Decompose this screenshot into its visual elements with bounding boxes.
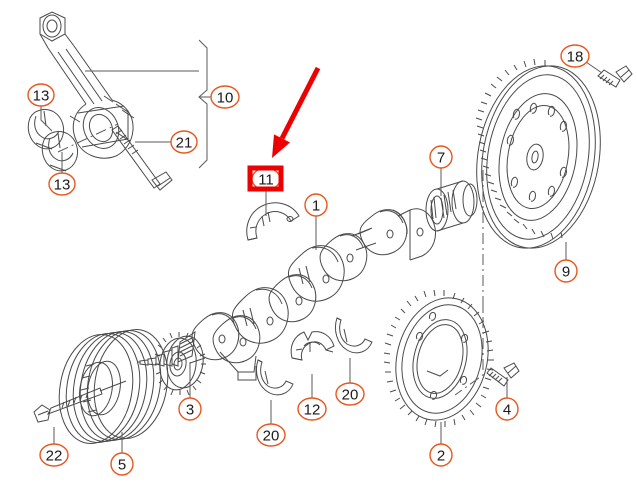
- callout-number: 2: [437, 448, 445, 465]
- callout-bubble: [48, 172, 76, 196]
- callout-bubble: [429, 443, 453, 467]
- callout-number: 21: [176, 135, 193, 152]
- part-thrust-washer-right[interactable]: [334, 317, 373, 354]
- callout-number: 20: [263, 428, 280, 445]
- callout-bubble: [297, 397, 327, 421]
- callout-bubble: [335, 382, 365, 406]
- callout-number: 13: [33, 88, 50, 105]
- part-drive-plate-bolt[interactable]: [486, 362, 520, 387]
- highlight-box: [247, 165, 284, 192]
- callout-21[interactable]: 21: [135, 130, 198, 154]
- part-main-bearing-shell-lower[interactable]: [290, 331, 335, 361]
- part-pilot-bearing[interactable]: [425, 180, 478, 232]
- callout-number: 3: [186, 402, 194, 419]
- part-conrod-bearing-shell-lower[interactable]: [41, 131, 79, 172]
- callout-number: 18: [567, 49, 584, 66]
- part-connecting-rod[interactable]: [39, 11, 135, 159]
- callout-bubble: [495, 397, 519, 421]
- drive-plate-ring-gear-teeth: [383, 289, 494, 428]
- callout-9[interactable]: 9: [554, 242, 578, 283]
- callout-bubble: [110, 452, 134, 476]
- callout-4[interactable]: 4: [495, 377, 519, 421]
- callout-10[interactable]: 10: [199, 85, 240, 109]
- callout-number: 4: [503, 402, 511, 419]
- part-thrust-washer-left[interactable]: [255, 359, 294, 396]
- callout-bubble: [39, 443, 69, 467]
- callout-11[interactable]: 11: [251, 167, 281, 216]
- callout-7[interactable]: 7: [429, 145, 453, 196]
- callout-number: 12: [304, 402, 321, 419]
- part-vibration-damper-pulley[interactable]: [51, 324, 176, 450]
- flywheel-axis-centerline: [454, 170, 484, 396]
- callout-12[interactable]: 12: [297, 374, 327, 421]
- callout-13[interactable]: 13: [27, 83, 55, 132]
- callout-20[interactable]: 20: [256, 400, 286, 447]
- callout-2[interactable]: 2: [429, 422, 453, 467]
- callout-bubble: [554, 259, 578, 283]
- bracket: [198, 39, 208, 169]
- part-main-bearing-shell-upper[interactable]: [246, 202, 300, 241]
- callout-3[interactable]: 3: [178, 362, 202, 421]
- callout-number: 11: [258, 172, 274, 189]
- callout-number: 10: [217, 90, 234, 107]
- part-pulley-bolt[interactable]: [33, 380, 127, 423]
- part-connecting-rod-bolt[interactable]: [111, 125, 173, 191]
- callout-bubble: [304, 193, 328, 217]
- callout-bubble: [429, 145, 453, 169]
- callout-5[interactable]: 5: [110, 432, 134, 476]
- callout-1[interactable]: 1: [304, 193, 328, 250]
- highlight-annotation-layer: [247, 66, 321, 192]
- flywheel-ring-gear-teeth: [475, 58, 563, 240]
- callout-number: 7: [437, 150, 445, 167]
- callout-bubble: [178, 397, 202, 421]
- highlight-arrow-shaft: [279, 66, 321, 140]
- part-conrod-bearing-shell-upper[interactable]: [27, 109, 65, 150]
- callout-bubble: [560, 44, 590, 68]
- highlight-arrow-head: [272, 134, 291, 158]
- callout-13[interactable]: 13: [48, 152, 76, 196]
- callout-bubble: [27, 83, 55, 107]
- callout-bubble: [170, 130, 198, 154]
- callout-number: 22: [46, 448, 63, 465]
- callout-number: 13: [54, 177, 71, 194]
- callout-18[interactable]: 18: [560, 44, 603, 74]
- part-flywheel-bolt[interactable]: [597, 65, 633, 88]
- part-drive-plate[interactable]: [383, 288, 500, 430]
- callout-number: 5: [118, 457, 126, 474]
- callout-leader-line: [585, 61, 603, 74]
- callout-number: 20: [342, 387, 359, 404]
- callout-number: 1: [312, 198, 320, 215]
- callout-22[interactable]: 22: [39, 427, 69, 467]
- part-crankshaft[interactable]: [137, 208, 436, 381]
- callout-leader-line: [40, 106, 53, 132]
- part-flywheel[interactable]: [463, 56, 614, 257]
- callout-bubble: [256, 423, 286, 447]
- callout-number: 9: [562, 264, 570, 281]
- callout-bubble: [210, 85, 240, 109]
- callout-20[interactable]: 20: [335, 358, 365, 406]
